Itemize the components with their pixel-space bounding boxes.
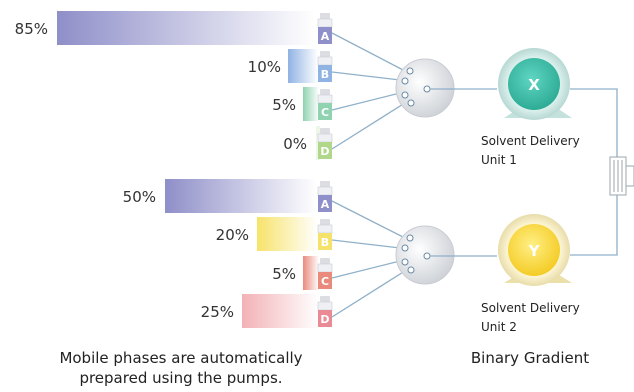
bottom-bottle-b: B — [317, 219, 333, 250]
top-solvent-lines — [331, 32, 409, 150]
caption-left-line1: Mobile phases are automatically — [59, 349, 302, 367]
bottom-solvent-lines — [331, 200, 409, 318]
unit1-label-line2: Unit 1 — [481, 153, 517, 167]
top-bottle-a-label: A — [321, 30, 330, 43]
bottom-bottle-c: C — [317, 258, 333, 289]
bottom-pct-c: 5% — [272, 265, 296, 283]
bottom-pct-d: 25% — [201, 303, 234, 321]
pump-x-to-column-line — [570, 88, 618, 157]
top-bar-a — [57, 11, 315, 45]
bottom-bottle-c-label: C — [321, 275, 329, 288]
bottom-bar-a — [165, 179, 317, 213]
bottom-pct-b: 20% — [216, 226, 249, 244]
caption-left-line2: prepared using the pumps. — [79, 369, 282, 387]
bottom-bottle-a: A — [317, 181, 333, 212]
bottom-bottle-d: D — [317, 296, 333, 327]
bottom-solvent-group: 50% 20% 5% 25% A B C D — [123, 179, 618, 334]
bottom-bar-b — [257, 217, 318, 251]
pump-y: Y — [498, 214, 572, 286]
pump-y-label: Y — [528, 242, 541, 260]
pump-x: X — [498, 48, 572, 120]
top-pct-d: 0% — [283, 135, 307, 153]
bottom-bar-c — [303, 256, 319, 290]
top-bottle-a: A — [317, 13, 333, 44]
top-pct-a: 85% — [15, 20, 48, 38]
top-bottle-d-label: D — [320, 145, 329, 158]
caption-right: Binary Gradient — [471, 349, 589, 367]
column-connector — [609, 156, 634, 196]
top-bar-b — [288, 49, 318, 83]
bottom-bar-d — [242, 294, 319, 328]
bottom-mixing-valve — [395, 225, 455, 285]
unit2-label-line1: Solvent Delivery — [481, 301, 580, 315]
top-pct-c: 5% — [272, 96, 296, 114]
unit2-label-line2: Unit 2 — [481, 320, 517, 334]
top-bottle-d: D — [317, 128, 333, 159]
top-bottle-b: B — [317, 51, 333, 82]
top-bottle-b-label: B — [321, 68, 329, 81]
top-bottle-c: C — [317, 89, 333, 120]
unit1-label-line1: Solvent Delivery — [481, 134, 580, 148]
pump-y-to-column-line — [570, 195, 618, 256]
pump-x-label: X — [528, 76, 540, 94]
bottom-bottle-b-label: B — [321, 236, 329, 249]
top-pct-b: 10% — [248, 58, 281, 76]
top-bar-c — [303, 87, 319, 121]
bottom-bottle-a-label: A — [321, 198, 330, 211]
bottom-pct-a: 50% — [123, 188, 156, 206]
top-mixing-valve — [395, 58, 455, 118]
bottom-bottle-d-label: D — [320, 313, 329, 326]
top-bottle-c-label: C — [321, 106, 329, 119]
top-solvent-group: 85% 10% 5% 0% A B C D — [15, 11, 618, 167]
